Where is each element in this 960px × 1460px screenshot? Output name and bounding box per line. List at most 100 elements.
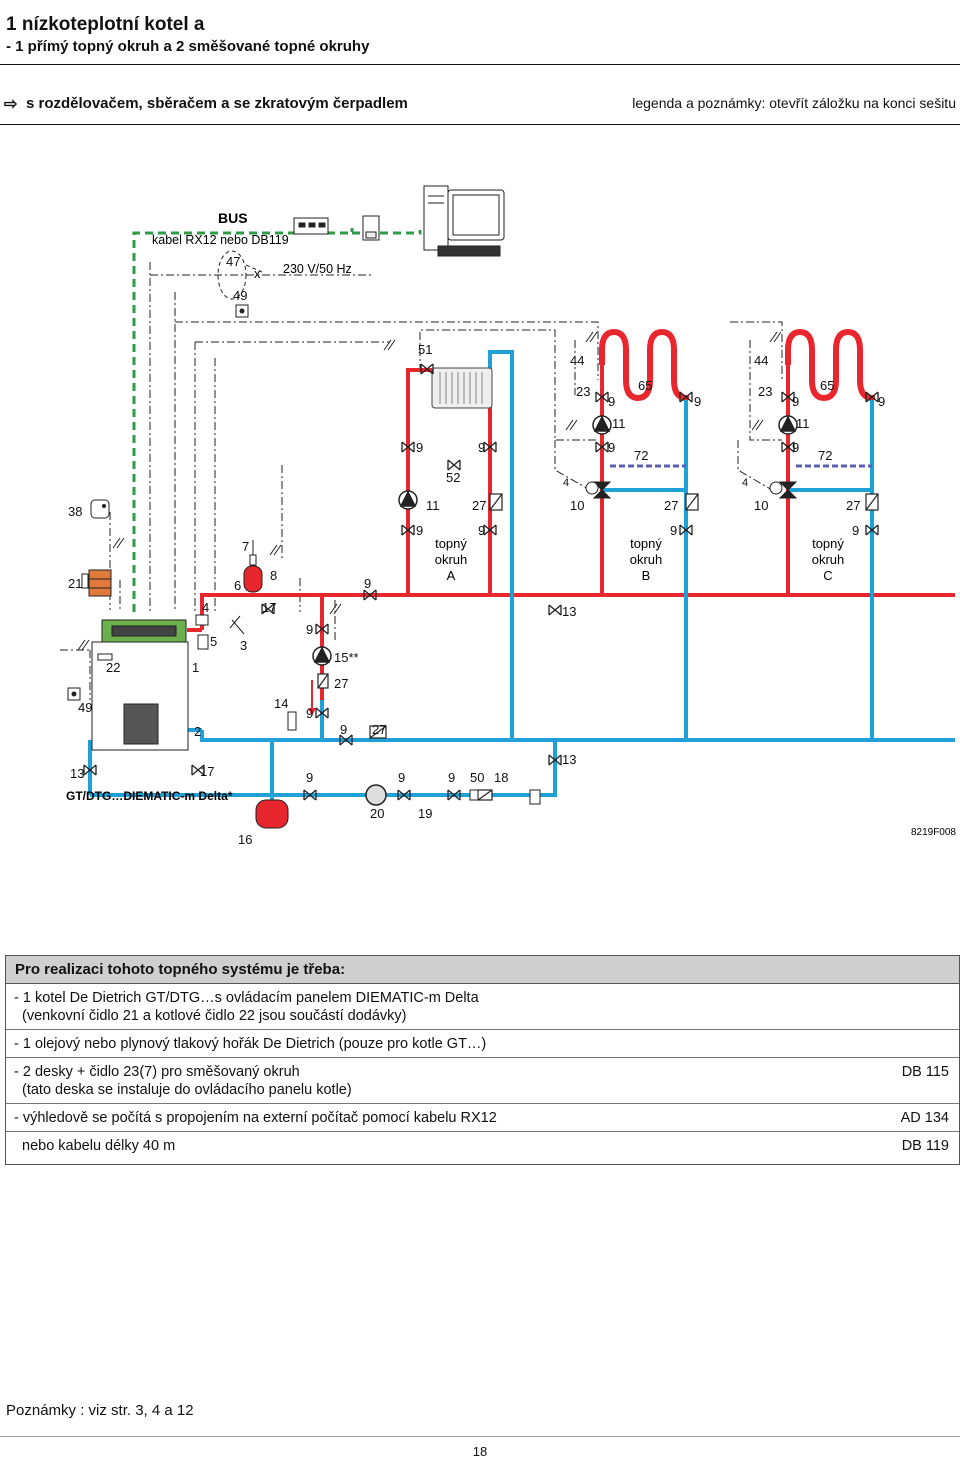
product-code: DB 115 — [901, 1064, 949, 1080]
outdoor-sensor-icon — [81, 569, 112, 597]
label-27: 27 — [334, 676, 348, 691]
label-9: 9 — [878, 394, 885, 409]
label-65: 65 — [820, 378, 834, 393]
computer-icon — [423, 185, 505, 257]
circuit-labels: topný okruh A topný okruh B topný okruh … — [435, 536, 845, 583]
arrow-right-icon: ⇨ — [4, 96, 18, 113]
label-9: 9 — [364, 576, 371, 591]
product-code: DB 119 — [901, 1138, 949, 1154]
room-sensor-icon — [90, 499, 110, 519]
requirement-line: - výhledově se počítá s propojením na ex… — [14, 1110, 497, 1126]
label-9: 9 — [416, 440, 423, 455]
label-17: 17 — [262, 600, 276, 615]
label-9: 9 — [416, 523, 423, 538]
label-11: 11 — [796, 416, 810, 431]
header-rule — [0, 64, 960, 65]
label-9: 9 — [608, 440, 615, 455]
bus-line — [132, 228, 422, 612]
label-1: 1 — [192, 660, 199, 675]
circuit-b-line3: B — [642, 568, 651, 583]
safety-valve-group-icon — [243, 540, 263, 593]
circuit-c-line3: C — [823, 568, 832, 583]
requirement-item: nebo kabelu délky 40 m DB 119 — [6, 1132, 959, 1159]
component-numbers: 47 49 51 52 44 23 9 65 9 11 9 72 4 10 27… — [68, 254, 885, 847]
label-50: 50 — [470, 770, 484, 785]
label-20: 20 — [370, 806, 384, 821]
label-72: 72 — [634, 448, 648, 463]
boiler-label: GT/DTG…DIEMATIC-m Delta* — [66, 789, 233, 803]
circuit-a-line2: okruh — [435, 552, 468, 567]
legend-note: legenda a poznámky: otevřít záložku na k… — [632, 95, 956, 111]
floor-loop-b — [599, 328, 689, 402]
requirements-heading: Pro realizaci tohoto topného systému je … — [6, 956, 959, 984]
label-23: 23 — [758, 384, 772, 399]
label-13: 13 — [562, 604, 576, 619]
label-9: 9 — [608, 394, 615, 409]
label-52: 52 — [446, 470, 460, 485]
label-19: 19 — [418, 806, 432, 821]
label-4: 4 — [742, 477, 748, 489]
label-18: 18 — [494, 770, 508, 785]
label-23: 23 — [576, 384, 590, 399]
label-27: 27 — [472, 498, 486, 513]
label-9: 9 — [792, 394, 799, 409]
label-9: 9 — [694, 394, 701, 409]
valve-icons — [83, 363, 879, 801]
requirement-item: - 1 olejový nebo plynový tlakový hořák D… — [6, 1030, 959, 1058]
control-wiring — [60, 262, 783, 700]
label-9: 9 — [306, 770, 313, 785]
requirement-line: - 1 olejový nebo plynový tlakový hořák D… — [14, 1036, 487, 1052]
circuit-a-line3: A — [447, 568, 456, 583]
label-72: 72 — [818, 448, 832, 463]
page-title: 1 nízkoteplotní kotel a — [6, 14, 205, 35]
label-9: 9 — [398, 770, 405, 785]
section-topic: s rozdělovačem, sběračem a se zkratovým … — [26, 95, 408, 112]
boiler-icon — [91, 619, 189, 751]
check-valve-icons — [317, 493, 879, 801]
label-9: 9 — [478, 440, 485, 455]
label-11: 11 — [426, 498, 440, 513]
label-17: 17 — [200, 764, 214, 779]
label-44: 44 — [754, 353, 768, 368]
label-9: 9 — [852, 523, 859, 538]
requirement-line: (tato deska se instaluje do ovládacího p… — [22, 1082, 352, 1098]
label-4: 4 — [563, 477, 569, 489]
radiator-icon — [431, 367, 493, 409]
label-27: 27 — [664, 498, 678, 513]
label-27: 27 — [846, 498, 860, 513]
page-subtitle: - 1 přímý topný okruh a 2 směšované topn… — [6, 38, 370, 55]
product-code: AD 134 — [900, 1110, 949, 1126]
label-49: 49 — [78, 700, 92, 715]
requirement-item: - výhledově se počítá s propojením na ex… — [6, 1104, 959, 1132]
circuit-c-line2: okruh — [812, 552, 845, 567]
cross-mark: x — [254, 266, 261, 281]
cold-pipes — [88, 350, 955, 800]
footer-rule — [0, 1436, 960, 1437]
circuit-b-line1: topný — [630, 536, 662, 551]
drawing-code: 8219F008 — [911, 827, 956, 838]
mixing-valve-icon — [585, 481, 798, 499]
power-label: 230 V/50 Hz — [283, 262, 352, 276]
hydraulic-schematic: BUS kabel RX12 nebo DB119 230 V/50 Hz x — [60, 185, 956, 847]
floor-loop-c — [785, 328, 875, 402]
label-9: 9 — [478, 523, 485, 538]
label-65: 65 — [638, 378, 652, 393]
topic-rule — [0, 124, 960, 125]
label-5: 5 — [210, 634, 217, 649]
label-9: 9 — [792, 440, 799, 455]
label-13: 13 — [562, 752, 576, 767]
label-9: 9 — [340, 722, 347, 737]
filter-icon — [469, 789, 541, 805]
label-22: 22 — [106, 660, 120, 675]
label-49: 49 — [233, 288, 247, 303]
label-9: 9 — [306, 622, 313, 637]
requirement-item: - 1 kotel De Dietrich GT/DTG…s ovládacím… — [6, 984, 959, 1030]
label-38: 38 — [68, 504, 82, 519]
requirement-line: nebo kabelu délky 40 m — [22, 1138, 176, 1154]
requirement-item: - 2 desky + čidlo 23(7) pro směšovaný ok… — [6, 1058, 959, 1104]
page-number: 18 — [472, 1444, 488, 1459]
telephone-modem-icon — [362, 215, 380, 241]
label-14: 14 — [274, 696, 288, 711]
label-51: 51 — [418, 342, 432, 357]
label-47: 47 — [226, 254, 240, 269]
